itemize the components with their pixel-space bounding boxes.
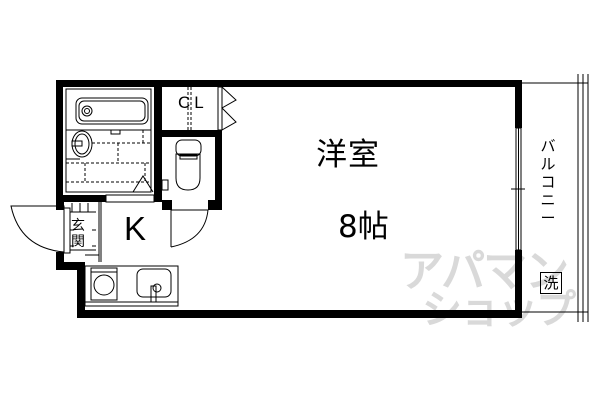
bath-door <box>105 194 155 203</box>
kitchen-counter <box>84 265 179 307</box>
room-label-balcony: バルコニー <box>540 137 556 227</box>
bathtub <box>75 97 149 125</box>
closet-door <box>221 86 237 131</box>
room-size-label: 8帖 <box>338 209 389 245</box>
walls <box>56 80 522 318</box>
washer-space-label: 洗 <box>540 272 562 294</box>
balcony-outline <box>522 74 589 322</box>
stove <box>90 267 118 301</box>
entrance-door-swing <box>10 205 65 253</box>
room-label-entrance: 玄関 <box>71 218 85 250</box>
room-label-kitchen: K <box>124 210 147 247</box>
kitchen-sink <box>136 268 172 298</box>
bathroom-interior <box>65 88 152 193</box>
room-label-closet: CL <box>178 93 208 112</box>
toilet <box>175 139 202 157</box>
room-label-western: 洋室 <box>316 137 380 173</box>
